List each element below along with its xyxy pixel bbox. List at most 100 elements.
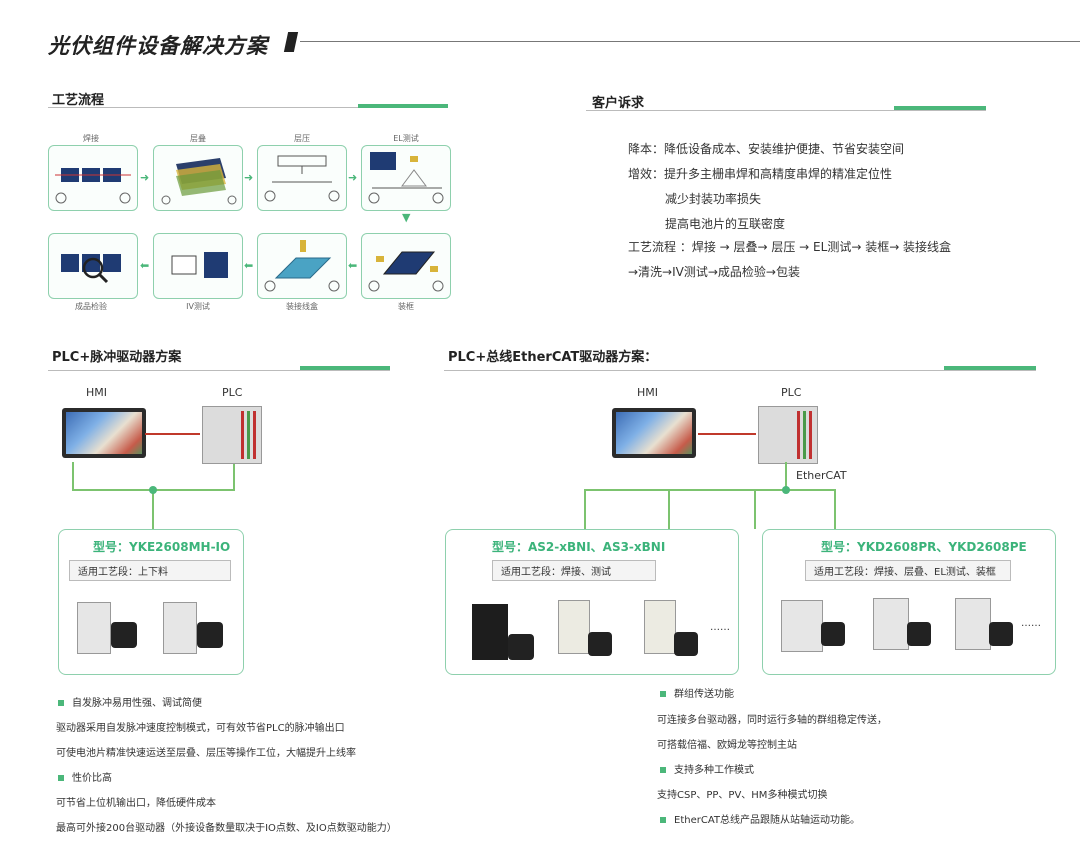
bus-line (754, 489, 756, 529)
step-label: 装接线盒 (286, 302, 318, 311)
hmi-plc-link (698, 433, 756, 435)
card-model: 型号：AS2-xBNI、AS3-xBNI (492, 540, 666, 554)
page-title: 光伏组件设备解决方案 (48, 34, 268, 58)
right-scheme-rule-accent (944, 366, 1036, 370)
more-ellipsis: …… (1021, 618, 1041, 629)
hmi-label: HMI (86, 386, 108, 399)
motor-image (588, 632, 612, 656)
step-image-final-inspection (48, 233, 138, 299)
motor-image (197, 622, 223, 648)
bus-line (72, 462, 74, 490)
feature-item: 性价比高 (58, 769, 112, 784)
arrow-left-icon: ⬅ (348, 259, 358, 272)
plc-device (758, 406, 818, 464)
card-model: 型号：YKE2608MH-IO (93, 540, 231, 554)
ethercat-label: EtherCAT (796, 469, 847, 482)
plc-label: PLC (781, 386, 802, 399)
feature-item: 可节省上位机输出口，降低硬件成本 (56, 798, 216, 809)
bullet-icon (660, 817, 666, 823)
step-image-welding (48, 145, 138, 211)
arrow-right-icon: ➜ (348, 171, 358, 184)
bus-line (785, 462, 787, 490)
step-label: EL测试 (393, 134, 419, 143)
arrow-down-icon: ▼ (402, 211, 411, 224)
customer-line: 减少封装功率损失 (665, 192, 762, 206)
bus-node (149, 486, 157, 494)
arrow-right-icon: ➜ (140, 171, 150, 184)
process-rule-accent (358, 104, 448, 108)
feature-item: 支持多种工作模式 (660, 761, 754, 776)
step-image-framing (361, 233, 451, 299)
product-card-ethercat-2: 型号：YKD2608PR、YKD2608PE 适用工艺段：焊接、层叠、EL测试、… (762, 529, 1056, 675)
driver-image (163, 602, 197, 654)
right-scheme-rule (444, 370, 1036, 371)
servo-drive-image (472, 604, 508, 660)
step-label: 成品检验 (75, 302, 107, 311)
motor-image (508, 634, 534, 660)
driver-image (873, 598, 909, 650)
step-image-layup (153, 145, 243, 211)
card-stage: 适用工艺段：焊接、测试 (492, 560, 656, 581)
bus-line (584, 489, 586, 529)
arrow-left-icon: ⬅ (140, 259, 150, 272)
feature-item: 自发脉冲易用性强、调试简便 (58, 694, 202, 709)
title-accent-bar (283, 32, 299, 52)
feature-item: 驱动器采用自发脉冲速度控制模式，可有效节省PLC的脉冲输出口 (56, 723, 345, 734)
hmi-device (62, 408, 146, 458)
motor-image (989, 622, 1013, 646)
feature-item: 可连接多台驱动器，同时运行多轴的群组稳定传送， (657, 715, 887, 726)
hmi-plc-link (145, 433, 200, 435)
customer-line: →清洗→IV测试→成品检验→包装 (628, 265, 800, 279)
driver-image (781, 600, 823, 652)
motor-image (907, 622, 931, 646)
customer-heading: 客户诉求 (592, 96, 645, 111)
feature-item: 最高可外接200台驱动器（外接设备数量取决于IO点数、及IO点数驱动能力） (56, 823, 397, 834)
bus-line (233, 464, 235, 490)
bus-line (152, 489, 154, 529)
feature-item: EtherCAT总线产品跟随从站轴运动功能。 (660, 811, 860, 826)
bullet-icon (58, 775, 64, 781)
plc-label: PLC (222, 386, 243, 399)
step-label: IV测试 (186, 302, 210, 311)
title-rule (300, 41, 1080, 42)
feature-item: 可使电池片精准快速运送至层叠、层压等操作工位，大幅提升上线率 (56, 748, 356, 759)
customer-line: 增效：提升多主栅串焊和高精度串焊的精准定位性 (628, 167, 893, 181)
customer-line: 提高电池片的互联密度 (665, 217, 786, 231)
bus-line (834, 489, 836, 529)
bullet-icon (660, 691, 666, 697)
step-image-iv-test (153, 233, 243, 299)
step-label: 层压 (294, 134, 310, 143)
right-scheme-heading: PLC+总线EtherCAT驱动器方案： (448, 350, 658, 365)
left-scheme-rule (48, 370, 390, 371)
step-label: 层叠 (190, 134, 206, 143)
customer-rule-accent (894, 106, 986, 110)
customer-line: 降本：降低设备成本、安装维护便捷、节省安装空间 (628, 142, 905, 156)
servo-drive-image (644, 600, 676, 654)
bus-node (782, 486, 790, 494)
process-heading: 工艺流程 (52, 93, 105, 108)
feature-item: 可搭载倍福、欧姆龙等控制主站 (657, 740, 797, 751)
step-image-junction-box (257, 233, 347, 299)
card-model: 型号：YKD2608PR、YKD2608PE (821, 540, 1027, 554)
left-scheme-rule-accent (300, 366, 390, 370)
plc-device (202, 406, 262, 464)
driver-image (77, 602, 111, 654)
bullet-icon (58, 700, 64, 706)
hmi-label: HMI (637, 386, 659, 399)
hmi-device (612, 408, 696, 458)
driver-image (955, 598, 991, 650)
step-image-el-test (361, 145, 451, 211)
product-card-pulse: 型号：YKE2608MH-IO 适用工艺段：上下料 (58, 529, 244, 675)
bullet-icon (660, 767, 666, 773)
feature-item: 群组传送功能 (660, 685, 734, 700)
servo-drive-image (558, 600, 590, 654)
card-stage: 适用工艺段：上下料 (69, 560, 231, 581)
step-image-lamination (257, 145, 347, 211)
product-card-ethercat-1: 型号：AS2-xBNI、AS3-xBNI 适用工艺段：焊接、测试 …… (445, 529, 739, 675)
motor-image (821, 622, 845, 646)
customer-rule (586, 110, 986, 111)
bus-line (584, 489, 836, 491)
bus-line (668, 489, 670, 529)
motor-image (674, 632, 698, 656)
step-label: 装框 (398, 302, 414, 311)
